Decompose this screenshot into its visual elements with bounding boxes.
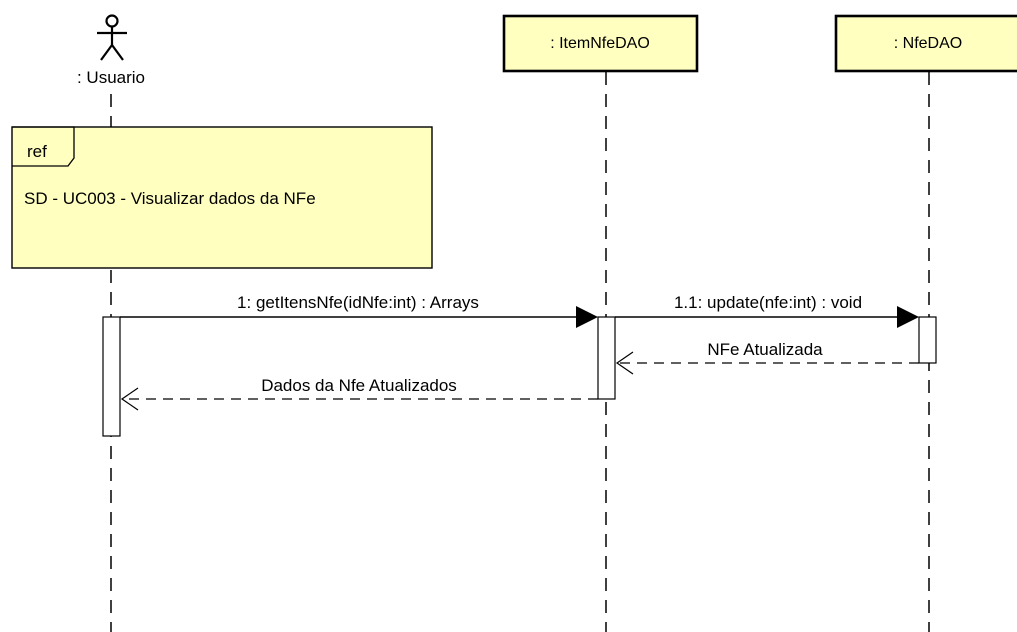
- activation-usuario: [102, 316, 121, 437]
- return-dados-label: Dados da Nfe Atualizados: [261, 376, 457, 395]
- participant-itemnfedao-box: [502, 14, 699, 73]
- ref-operator-label: ref: [27, 142, 47, 161]
- return-dados-arrowhead: [120, 387, 139, 411]
- message-1-label: 1: getItensNfe(idNfe:int) : Arrays: [237, 293, 479, 312]
- message-1-arrowhead: [576, 306, 598, 328]
- participant-nfedao-label: : NfeDAO: [894, 35, 962, 52]
- actor-icon: [97, 14, 127, 61]
- ref-operator-tab: [12, 126, 75, 167]
- participant-itemnfedao-label: : ItemNfeDAO: [550, 35, 650, 52]
- activation-itemnfedao: [597, 316, 616, 400]
- message-1-1-label: 1.1: update(nfe:int) : void: [674, 293, 862, 312]
- message-1-1-arrowhead: [897, 306, 919, 328]
- participant-nfedao-box: [834, 14, 1017, 73]
- actor-label: : Usuario: [77, 68, 145, 87]
- return-nfe-atualizada-arrowhead: [615, 351, 634, 375]
- ref-fragment-text: SD - UC003 - Visualizar dados da NFe: [24, 189, 316, 208]
- ref-fragment: [11, 126, 433, 269]
- return-nfe-atualizada-label: NFe Atualizada: [707, 340, 823, 359]
- activation-nfedao: [918, 316, 937, 364]
